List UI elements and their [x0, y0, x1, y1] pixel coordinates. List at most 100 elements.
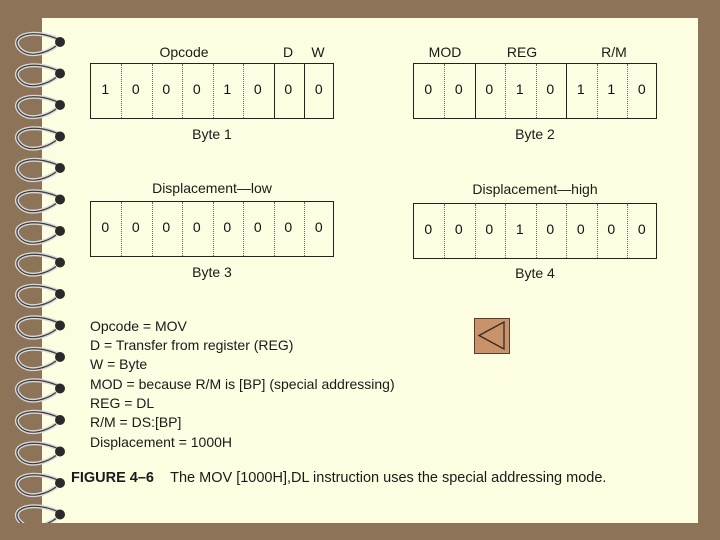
- bit-value: 0: [248, 81, 268, 97]
- binding-hole: [55, 321, 65, 331]
- byte2-caption: Byte 2: [515, 126, 555, 142]
- bit-divider: [597, 64, 598, 118]
- mod-field-title: MOD: [429, 44, 462, 60]
- binding-hole: [55, 100, 65, 110]
- binding-hole: [55, 415, 65, 425]
- binding-hole: [55, 69, 65, 79]
- bit-value: 0: [632, 81, 652, 97]
- binding-hole: [55, 352, 65, 362]
- binding-hole: [55, 447, 65, 457]
- bit-divider: [274, 202, 275, 256]
- back-button[interactable]: [474, 318, 510, 354]
- figure-number: FIGURE 4–6: [71, 470, 154, 486]
- opcode-field-title: Opcode: [159, 44, 208, 60]
- figure-caption: FIGURE 4–6 The MOV [1000H],DL instructio…: [71, 470, 606, 486]
- bit-divider: [121, 202, 122, 256]
- definition-opcode: Opcode = MOV: [90, 318, 187, 334]
- bit-divider: [566, 204, 567, 258]
- binding-hole: [55, 163, 65, 173]
- bit-value: 0: [248, 219, 268, 235]
- field-divider: [274, 64, 275, 118]
- d-field-title: D: [283, 44, 293, 60]
- bit-divider: [597, 204, 598, 258]
- bit-divider: [444, 204, 445, 258]
- bit-divider: [444, 64, 445, 118]
- byte3-caption: Byte 3: [192, 264, 232, 280]
- bit-divider: [121, 64, 122, 118]
- byte1-caption: Byte 1: [192, 126, 232, 142]
- bit-value: 0: [418, 221, 438, 237]
- binding-hole: [55, 384, 65, 394]
- bit-value: 0: [95, 219, 115, 235]
- spiral-binding: [0, 18, 80, 523]
- bit-divider: [152, 64, 153, 118]
- binding-hole: [55, 289, 65, 299]
- bit-divider: [505, 204, 506, 258]
- field-divider: [475, 64, 476, 118]
- binding-hole: [55, 195, 65, 205]
- bit-value: 1: [601, 81, 621, 97]
- bit-value: 0: [126, 81, 146, 97]
- bit-value: 0: [156, 219, 176, 235]
- bit-value: 0: [449, 221, 469, 237]
- binding-hole: [55, 132, 65, 142]
- definition-displacement: Displacement = 1000H: [90, 434, 232, 450]
- bit-value: 0: [126, 219, 146, 235]
- displacement-low-title: Displacement—low: [152, 180, 272, 196]
- bit-value: 0: [571, 221, 591, 237]
- bit-divider: [213, 64, 214, 118]
- definition-rm: R/M = DS:[BP]: [90, 414, 181, 430]
- bit-value: 1: [510, 221, 530, 237]
- binding-hole: [55, 478, 65, 488]
- binding-hole: [55, 37, 65, 47]
- bit-value: 0: [278, 219, 298, 235]
- reg-field-title: REG: [507, 44, 537, 60]
- byte4-caption: Byte 4: [515, 265, 555, 281]
- bit-value: 0: [479, 81, 499, 97]
- bit-divider: [213, 202, 214, 256]
- bit-divider: [182, 202, 183, 256]
- field-divider: [566, 64, 567, 118]
- definition-d: D = Transfer from register (REG): [90, 337, 293, 353]
- bit-value: 1: [571, 81, 591, 97]
- field-divider: [304, 64, 305, 118]
- bit-divider: [243, 64, 244, 118]
- back-arrow-icon: [475, 319, 508, 352]
- bit-value: 0: [309, 219, 329, 235]
- bit-value: 0: [156, 81, 176, 97]
- binding-hole: [55, 258, 65, 268]
- bit-value: 0: [449, 81, 469, 97]
- bit-value: 0: [601, 221, 621, 237]
- bit-value: 0: [309, 81, 329, 97]
- bit-value: 0: [479, 221, 499, 237]
- w-field-title: W: [311, 44, 324, 60]
- bit-divider: [627, 204, 628, 258]
- definition-w: W = Byte: [90, 356, 147, 372]
- bit-value: 1: [217, 81, 237, 97]
- bit-value: 0: [187, 81, 207, 97]
- bit-divider: [475, 204, 476, 258]
- bit-divider: [152, 202, 153, 256]
- bit-value: 1: [510, 81, 530, 97]
- bit-divider: [243, 202, 244, 256]
- figure-text: The MOV [1000H],DL instruction uses the …: [170, 470, 606, 486]
- bit-value: 0: [278, 81, 298, 97]
- rm-field-title: R/M: [601, 44, 627, 60]
- bit-value: 0: [217, 219, 237, 235]
- definition-mod: MOD = because R/M is [BP] (special addre…: [90, 376, 395, 392]
- definition-reg: REG = DL: [90, 395, 154, 411]
- bit-value: 0: [418, 81, 438, 97]
- bit-divider: [304, 202, 305, 256]
- bit-value: 0: [540, 221, 560, 237]
- bit-divider: [627, 64, 628, 118]
- bit-divider: [536, 204, 537, 258]
- bit-divider: [182, 64, 183, 118]
- binding-hole: [55, 226, 65, 236]
- bit-value: 0: [187, 219, 207, 235]
- displacement-high-title: Displacement—high: [472, 181, 597, 197]
- binding-hole: [55, 510, 65, 520]
